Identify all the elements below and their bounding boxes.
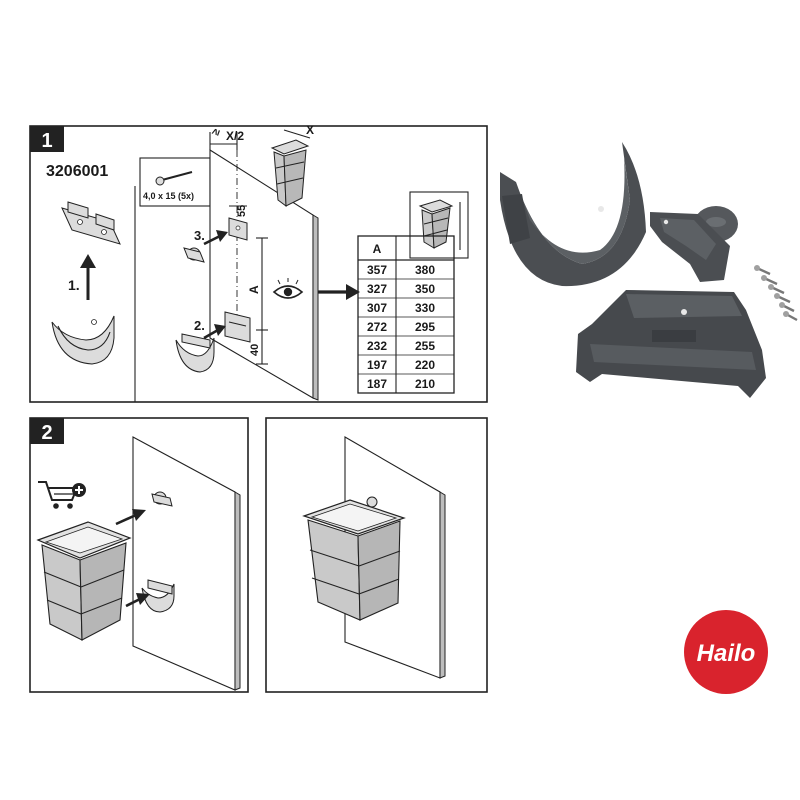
panel-3 — [265, 417, 488, 693]
panel-1-badge-number: 1 — [41, 130, 52, 152]
panel-1-badge: 1 — [30, 126, 64, 152]
screws-set-icon — [754, 265, 798, 322]
left-subpanel: 1. — [51, 201, 121, 365]
panel-1-frame — [29, 125, 488, 403]
bracket-on-door — [141, 579, 175, 613]
table-header-a: A — [373, 242, 382, 256]
screw-box: 4,0 x 15 (5x) — [139, 157, 211, 207]
table-cell-a: 272 — [367, 320, 387, 334]
step-label-1: 1. — [68, 277, 80, 293]
table-row: 357 380 — [358, 263, 454, 280]
screw-icon — [155, 171, 193, 186]
arrow-step-2-icon — [203, 324, 226, 340]
table-row: 232 255 — [358, 339, 454, 356]
cabinet-door-drawing-2 — [132, 436, 241, 691]
dim-half-label: X/2 — [226, 129, 244, 143]
table-cell-a: 307 — [367, 301, 387, 315]
table-cell-a: 327 — [367, 282, 387, 296]
bin-icon-table — [409, 191, 469, 259]
table-row: 307 330 — [358, 301, 454, 318]
panel-2-badge: 2 — [30, 418, 64, 444]
dimension-40: 40 — [249, 330, 268, 365]
arrow-right-icon — [318, 284, 360, 300]
round-clip-part — [650, 206, 738, 282]
panel-2: 2 — [29, 417, 249, 693]
arrow-to-bracket-icon — [125, 593, 150, 608]
dim-a-label: A — [247, 285, 261, 294]
table-row: 187 210 — [367, 377, 435, 391]
long-bracket-part — [576, 290, 766, 398]
product-code: 3206001 — [46, 163, 108, 180]
upper-bracket-on-door — [228, 217, 248, 241]
step-label-3: 3. — [194, 228, 205, 243]
eye-icon — [272, 278, 304, 299]
product-photo — [500, 142, 798, 398]
lower-bracket-on-door — [224, 311, 251, 343]
dim-bottom-label: 40 — [249, 344, 261, 356]
screw-label: 4,0 x 15 (5x) — [143, 191, 194, 201]
table-cell-bin-size: 210 — [415, 377, 435, 391]
table-cell-a: 232 — [367, 339, 387, 353]
table-row: 272 295 — [358, 320, 454, 337]
size-table: A 357 380 327 350 307 330 272 295 232 255 197 220 18… — [357, 235, 455, 394]
dimension-half-width: ≥ X/2 — [209, 127, 244, 150]
table-cell-bin-size: 350 — [415, 282, 435, 296]
table-cell-bin-size: 220 — [415, 358, 435, 372]
arrow-to-clip-icon — [115, 509, 146, 526]
dim-offset-label: 55 — [236, 205, 248, 217]
curved-cradle-part — [500, 142, 646, 287]
clip-on-door — [151, 491, 173, 507]
bin-icon-top: X — [270, 123, 314, 208]
cart-add-icon — [38, 481, 86, 509]
table-row: 197 220 — [358, 358, 454, 375]
table-cell-a: 187 — [367, 377, 387, 391]
dim-width-label: X — [306, 123, 314, 137]
table-cell-bin-size: 330 — [415, 301, 435, 315]
table-cell-a: 357 — [367, 263, 387, 277]
dimension-offset-55: 55 — [229, 205, 248, 217]
dim-min-symbol: ≥ — [210, 127, 223, 137]
waste-bin-drawing — [36, 521, 132, 641]
logo-text: Hailo — [697, 640, 756, 667]
panel-3-frame — [265, 417, 488, 693]
step-label-2: 2. — [194, 318, 205, 333]
curved-holder-drawing — [51, 315, 115, 365]
arrow-step-3-icon — [203, 230, 228, 246]
table-cell-bin-size: 255 — [415, 339, 435, 353]
panel-2-badge-number: 2 — [41, 422, 52, 444]
mounting-bracket-drawing — [61, 201, 121, 245]
mounted-bin-drawing — [302, 496, 406, 621]
table-cell-bin-size: 295 — [415, 320, 435, 334]
table-body: 357 380 327 350 307 330 272 295 232 255 197 220 187 2… — [358, 263, 454, 391]
table-row: 327 350 — [358, 282, 454, 299]
table-cell-bin-size: 380 — [415, 263, 435, 277]
hailo-logo: Hailo — [684, 610, 768, 694]
panel-1: 1 3206001 1. — [29, 123, 488, 403]
holder-drawing-small — [175, 333, 215, 373]
clip-drawing — [183, 247, 205, 263]
arrow-up-icon — [80, 254, 96, 300]
table-cell-a: 197 — [367, 358, 387, 372]
panel-2-frame — [29, 417, 249, 693]
